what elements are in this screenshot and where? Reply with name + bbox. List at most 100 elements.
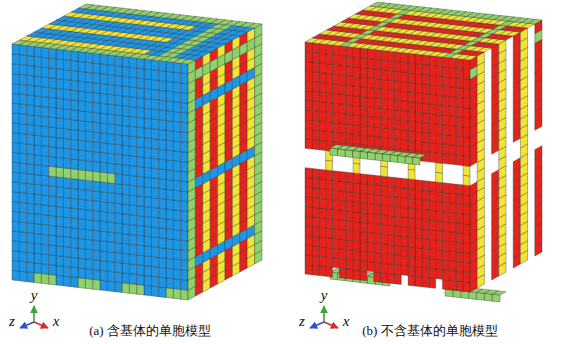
voxel-cell [151,207,158,218]
voxel-cell [353,173,360,183]
voxel-cell [166,121,173,132]
voxel-cell [353,105,360,115]
voxel-cell [144,275,151,286]
voxel-cell [339,104,346,114]
voxel-cell [159,238,166,249]
voxel-cell [367,232,374,242]
voxel-cell [41,264,48,275]
voxel-cell [12,192,19,203]
voxel-cell [41,106,48,117]
voxel-cell [346,76,353,86]
voxel-cell [93,93,100,104]
voxel-cell [443,221,450,231]
voxel-cell [100,64,107,75]
voxel-cell [360,125,367,135]
voxel-cell [374,98,381,108]
voxel-cell [129,175,136,186]
voxel-cell [346,134,353,144]
voxel-cell [449,261,456,271]
voxel-cell [85,190,92,201]
voxel-cell [166,81,173,92]
voxel-cell [367,203,374,213]
voxel-cell [394,206,401,216]
voxel-cell [436,240,443,250]
voxel-cell [107,114,114,125]
voxel-cell [312,130,319,140]
voxel-cell [12,182,19,193]
voxel-cell [181,240,188,251]
voxel-cell [367,78,374,88]
voxel-cell [122,214,129,225]
voxel-cell [353,212,360,222]
voxel-cell [312,62,319,72]
voxel-cell [71,51,78,62]
voxel-cell [137,68,144,79]
voxel-cell [107,84,114,95]
voxel-cell [422,64,429,74]
voxel-cell [49,215,56,226]
voxel-cell [401,178,408,188]
voxel-cell [129,126,136,137]
voxel-cell [449,280,456,290]
voxel-cell [115,75,122,86]
voxel-cell [463,117,470,127]
voxel-cell [436,172,443,182]
voxel-cell [305,197,312,207]
voxel-cell [71,277,78,288]
voxel-cell [41,67,48,78]
voxel-cell [401,265,408,275]
voxel-cell [394,61,401,71]
voxel-cell [456,223,463,233]
voxel-cell [305,187,312,197]
voxel-cell [100,182,107,193]
voxel-cell [49,78,56,89]
voxel-cell [100,202,107,213]
voxel-cell [12,162,19,173]
voxel-cell [388,254,395,264]
voxel-cell [339,171,346,181]
voxel-cell [34,66,41,77]
voxel-cell [312,110,319,120]
voxel-cell [333,190,340,200]
voxel-cell [305,71,312,81]
voxel-cell [129,57,136,68]
voxel-cell [85,141,92,152]
voxel-cell [56,157,63,168]
voxel-cell [100,192,107,203]
voxel-cell [100,133,107,144]
voxel-cell [63,129,70,140]
voxel-cell [27,183,34,194]
voxel-cell [41,274,48,285]
voxel-cell [429,152,436,162]
voxel-cell [71,90,78,101]
voxel-cell [394,90,401,100]
voxel-cell [56,118,63,129]
voxel-cell [41,77,48,88]
voxel-cell [429,201,436,211]
voxel-cell [319,169,326,179]
voxel-cell [34,76,41,87]
voxel-cell [456,194,463,204]
voxel-cell [100,113,107,124]
voxel-cell [319,63,326,73]
voxel-cell [19,74,26,85]
voxel-cell [12,54,19,65]
voxel-cell [27,46,34,57]
voxel-cell [374,175,381,185]
voxel-cell [100,162,107,173]
voxel-cell [56,265,63,276]
voxel-cell [305,206,312,216]
voxel-cell [85,111,92,122]
voxel-cell [19,65,26,76]
voxel-cell [312,101,319,111]
voxel-cell [159,130,166,141]
voxel-cell [449,222,456,232]
voxel-cell [159,277,166,288]
voxel-cell [422,142,429,152]
voxel-cell [381,224,388,234]
voxel-cell [27,124,34,135]
voxel-cell [129,107,136,118]
voxel-cell [107,75,114,86]
voxel-cell [463,166,470,176]
voxel-cell [305,110,312,120]
